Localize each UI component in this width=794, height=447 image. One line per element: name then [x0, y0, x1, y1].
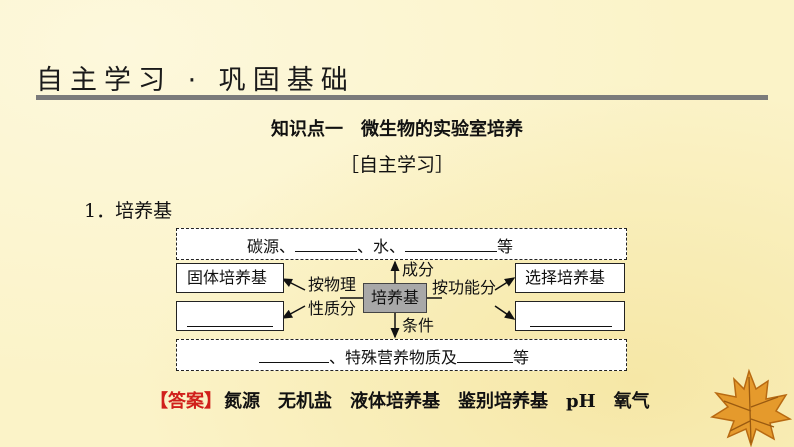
by-physical-property-line1: 按物理 — [308, 275, 357, 294]
answer-oxygen: 氧气 — [613, 391, 650, 412]
by-component-label: 成分 — [402, 260, 435, 279]
special-nutrients-row: 、特殊营养物质及 等 — [176, 339, 627, 371]
answer-differential-medium: 鉴别培养基 — [458, 391, 548, 412]
solid-medium-box: 固体培养基 — [176, 263, 284, 293]
by-condition-label: 条件 — [402, 316, 435, 335]
sub-heading: ［自主学习］ — [339, 154, 454, 176]
header-rule — [36, 95, 768, 100]
components-row: 碳源、 、水、 等 — [176, 228, 627, 260]
selective-medium-label: 选择培养基 — [525, 268, 606, 287]
components-etc: 等 — [497, 237, 514, 256]
solid-medium-label: 固体培养基 — [187, 268, 268, 287]
answer-liquid-medium: 液体培养基 — [350, 391, 440, 412]
answer-label: 【答案】 — [150, 391, 222, 412]
special-nutrients-etc: 等 — [513, 348, 530, 367]
by-physical-property-line2: 性质分 — [308, 299, 357, 318]
special-nutrients-text: 、特殊营养物质及 — [329, 348, 458, 367]
answer-nitrogen-source: 氮源 — [224, 391, 260, 412]
blank-4 — [530, 312, 612, 327]
selective-medium-box: 选择培养基 — [515, 263, 625, 293]
blank-3 — [187, 312, 273, 327]
right-answer-box — [515, 301, 625, 331]
blank-6 — [457, 348, 514, 363]
left-answer-box — [176, 301, 284, 331]
answer-row: 【答案】氮源无机盐液体培养基鉴别培养基 pH 氧气 — [150, 387, 650, 413]
answer-ph: pH — [566, 391, 596, 412]
knowledge-point-title: 知识点一 微生物的实验室培养 — [271, 119, 523, 140]
culture-medium-center: 培养基 — [363, 283, 427, 313]
blank-5 — [259, 348, 329, 363]
item-heading: 1．培养基 — [84, 200, 173, 222]
components-carbon-source: 碳源、 — [247, 237, 296, 256]
maple-leaf-icon — [709, 368, 793, 447]
components-water: 、水、 — [357, 237, 406, 256]
by-function-label: 按功能分 — [432, 278, 497, 297]
section-header: 自主学习 · 巩固基础 — [36, 65, 355, 96]
blank-2 — [405, 237, 498, 252]
answer-inorganic-salt: 无机盐 — [278, 391, 332, 412]
blank-1 — [295, 237, 358, 252]
